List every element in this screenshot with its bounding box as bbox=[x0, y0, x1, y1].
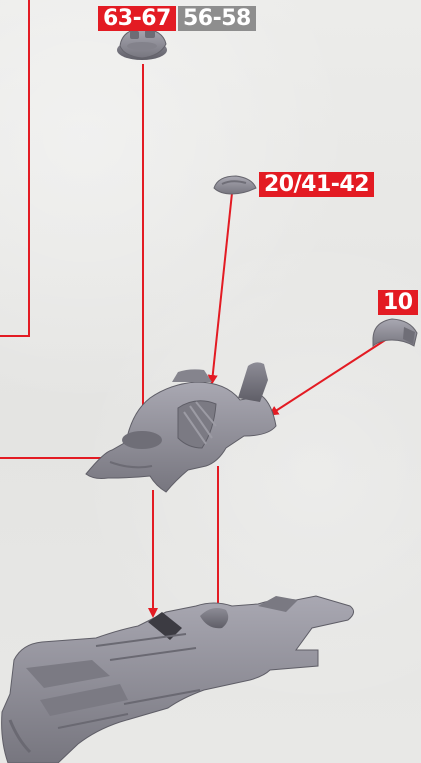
guide-line-left-bracket bbox=[0, 0, 29, 336]
label-part-63-67: 63-67 bbox=[98, 6, 176, 31]
cockpit-assembly-icon bbox=[86, 362, 276, 492]
label-part-56-58: 56-58 bbox=[178, 6, 256, 31]
label-part-20-41-42: 20/41-42 bbox=[259, 172, 374, 197]
guide-line-fin bbox=[271, 335, 393, 414]
ship-hull-icon bbox=[2, 596, 354, 763]
guide-line-canopy bbox=[212, 193, 232, 382]
turret-part-icon bbox=[117, 28, 167, 60]
guide-lines bbox=[0, 0, 393, 615]
label-part-10: 10 bbox=[378, 290, 418, 315]
fin-part-icon bbox=[373, 319, 417, 346]
canopy-part-icon bbox=[214, 176, 256, 194]
